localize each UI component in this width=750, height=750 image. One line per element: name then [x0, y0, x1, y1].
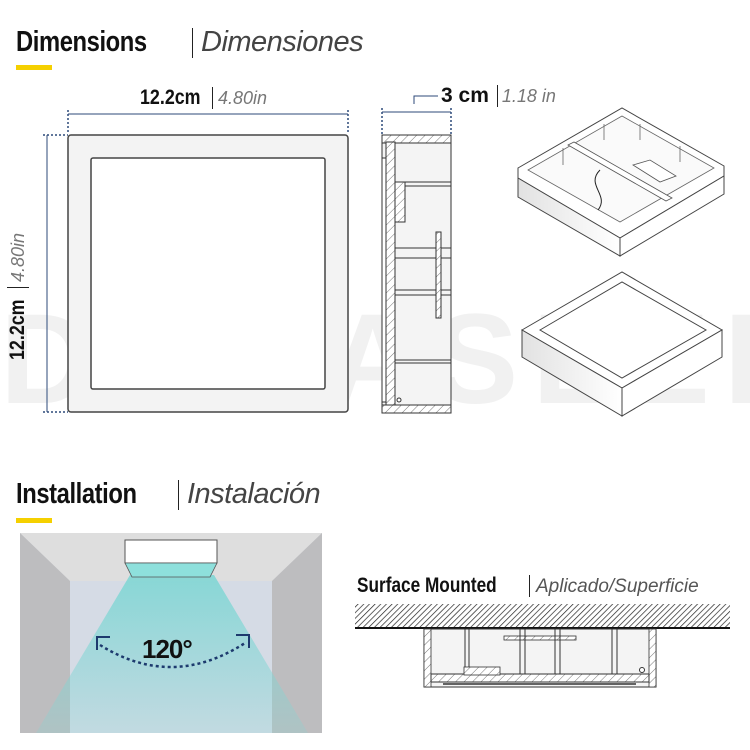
beam-angle-label: 120°	[142, 634, 193, 664]
depth-dimension-label: 3 cm 1.18 in	[441, 84, 556, 108]
mount-type-en: Surface Mounted	[357, 574, 497, 597]
installation-title-en: Installation	[16, 478, 137, 510]
installation-title-es: Instalación	[187, 478, 321, 510]
depth-cm: 3 cm	[441, 84, 489, 107]
label-separator	[496, 85, 498, 108]
dimensions-heading: Dimensions Dimensiones	[16, 26, 364, 59]
width-cm: 12.2cm	[140, 86, 201, 109]
depth-in: 1.18 in	[501, 86, 556, 106]
label-separator	[212, 87, 213, 110]
isometric-front-view	[521, 271, 723, 417]
installation-accent-underline	[16, 518, 52, 523]
mount-type-label: Surface Mounted Aplicado/Superficie	[357, 574, 699, 598]
installation-heading: Installation Instalación	[16, 478, 321, 511]
title-separator	[192, 28, 193, 59]
mount-type-es: Aplicado/Superficie	[536, 576, 699, 597]
dimensions-title-en: Dimensions	[16, 26, 147, 58]
label-separator	[529, 575, 530, 598]
dimensions-title-es: Dimensiones	[201, 26, 364, 58]
width-dimension-label: 12.2cm 4.80in	[140, 86, 267, 110]
dimensions-accent-underline	[16, 65, 52, 70]
title-separator	[178, 480, 179, 511]
isometric-back-view	[517, 107, 725, 257]
width-in: 4.80in	[218, 88, 268, 108]
